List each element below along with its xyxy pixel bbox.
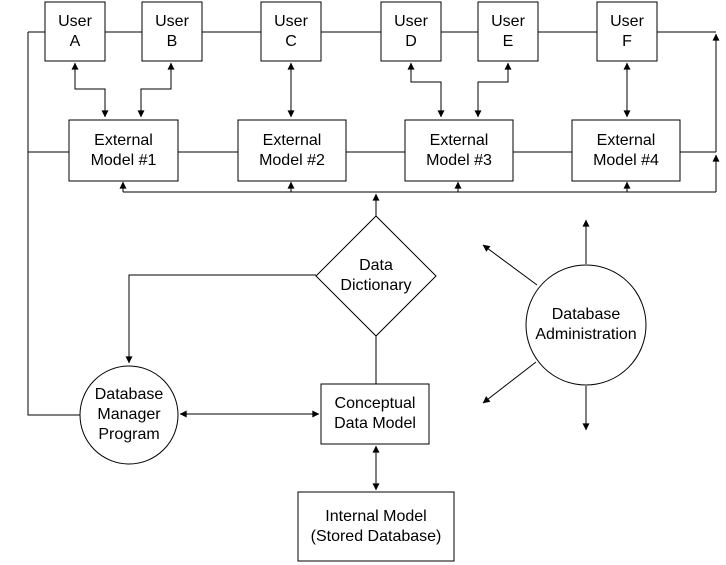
user-a-em1-arrow — [71, 62, 109, 118]
conceptual-data-model-box — [320, 383, 430, 445]
data-dictionary-dbmp-arrow — [125, 274, 316, 364]
database-administration-circle — [525, 264, 647, 386]
data-dictionary-diamond — [315, 215, 437, 337]
user-b-em1-arrow — [137, 62, 175, 118]
user-e-box — [477, 1, 539, 62]
database-manager-program-circle — [79, 365, 179, 465]
user-c-box — [260, 1, 322, 62]
user-d-em3-arrow — [407, 62, 445, 118]
external-model-3-box — [404, 119, 514, 182]
node-shapes — [44, 1, 681, 562]
user-d-box — [380, 1, 442, 62]
arrow-connectors — [71, 33, 720, 491]
dba-arrow-southwest — [482, 361, 537, 404]
dba-arrow-northwest — [482, 244, 538, 286]
user-a-box — [44, 1, 106, 62]
external-model-1-box — [68, 119, 179, 182]
internal-model-box — [297, 491, 455, 562]
left-vertical-connector-line — [27, 32, 80, 416]
user-b-box — [141, 1, 203, 62]
external-model-4-box — [571, 119, 681, 182]
user-f-box — [596, 1, 658, 62]
external-model-2-box — [237, 119, 347, 182]
user-e-em3-arrow — [474, 62, 512, 118]
